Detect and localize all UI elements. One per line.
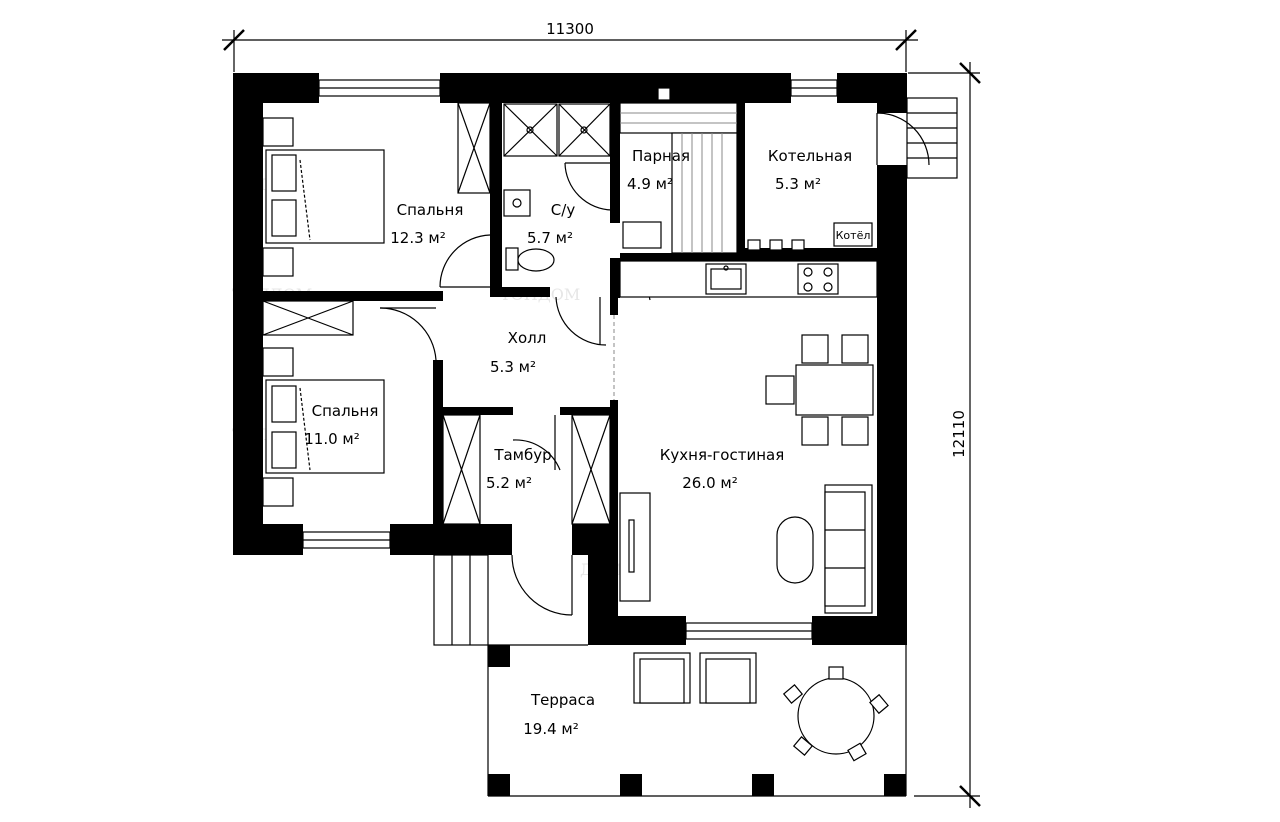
room-area: 5.7 м² [527, 229, 573, 247]
room-vestibule: Тамбур 5.2 м² [486, 446, 552, 492]
room-area: 5.2 м² [486, 474, 532, 492]
room-name: С/у [551, 201, 576, 219]
bathroom-furniture [503, 103, 611, 272]
room-bedroom1: Спальня 12.3 м² [390, 201, 463, 247]
room-area: 4.9 м² [627, 175, 673, 193]
room-kitchen: Кухня-гостиная 26.0 м² [660, 446, 784, 492]
room-hall: Холл 5.3 м² [490, 329, 546, 376]
interior-walls [263, 103, 877, 524]
room-terrace: Терраса 19.4 м² [523, 691, 595, 738]
sauna-furniture [619, 87, 738, 254]
room-name: Парная [632, 147, 690, 165]
room-boiler: Котельная 5.3 м² [768, 147, 852, 193]
room-name: Тамбур [493, 446, 551, 464]
bedroom1-furniture [262, 102, 491, 277]
room-area: 5.3 м² [490, 358, 536, 376]
room-area: 11.0 м² [304, 430, 360, 448]
boiler-label: Котёл [836, 229, 871, 242]
entrance-steps [433, 554, 489, 646]
room-area: 5.3 м² [775, 175, 821, 193]
dimension-width-label: 11300 [546, 20, 594, 38]
dimension-height: 12110 [908, 62, 981, 808]
kitchen-furniture [619, 260, 878, 614]
terrace [487, 644, 907, 797]
bedroom2-furniture [262, 300, 385, 507]
dimension-height-label: 12110 [950, 410, 968, 458]
room-sauna: Парная 4.9 м² [627, 147, 690, 193]
room-name: Спальня [397, 201, 464, 219]
windows [302, 79, 958, 640]
room-name: Спальня [312, 402, 379, 420]
room-name: Терраса [530, 691, 595, 709]
room-area: 12.3 м² [390, 229, 446, 247]
boiler-unit: Котёл [833, 222, 873, 247]
room-bedroom2: Спальня 11.0 м² [304, 402, 378, 448]
doors [379, 162, 651, 616]
vestibule-furniture [442, 414, 611, 525]
room-name: Котельная [768, 147, 852, 165]
room-area: 19.4 м² [523, 720, 579, 738]
dimension-width: 11300 [222, 20, 918, 72]
exterior-walls [233, 73, 907, 645]
room-bathroom: С/у 5.7 м² [527, 201, 575, 247]
room-area: 26.0 м² [682, 474, 738, 492]
room-name: Кухня-гостиная [660, 446, 784, 464]
vent-blocks [747, 239, 805, 251]
room-name: Холл [508, 329, 547, 347]
